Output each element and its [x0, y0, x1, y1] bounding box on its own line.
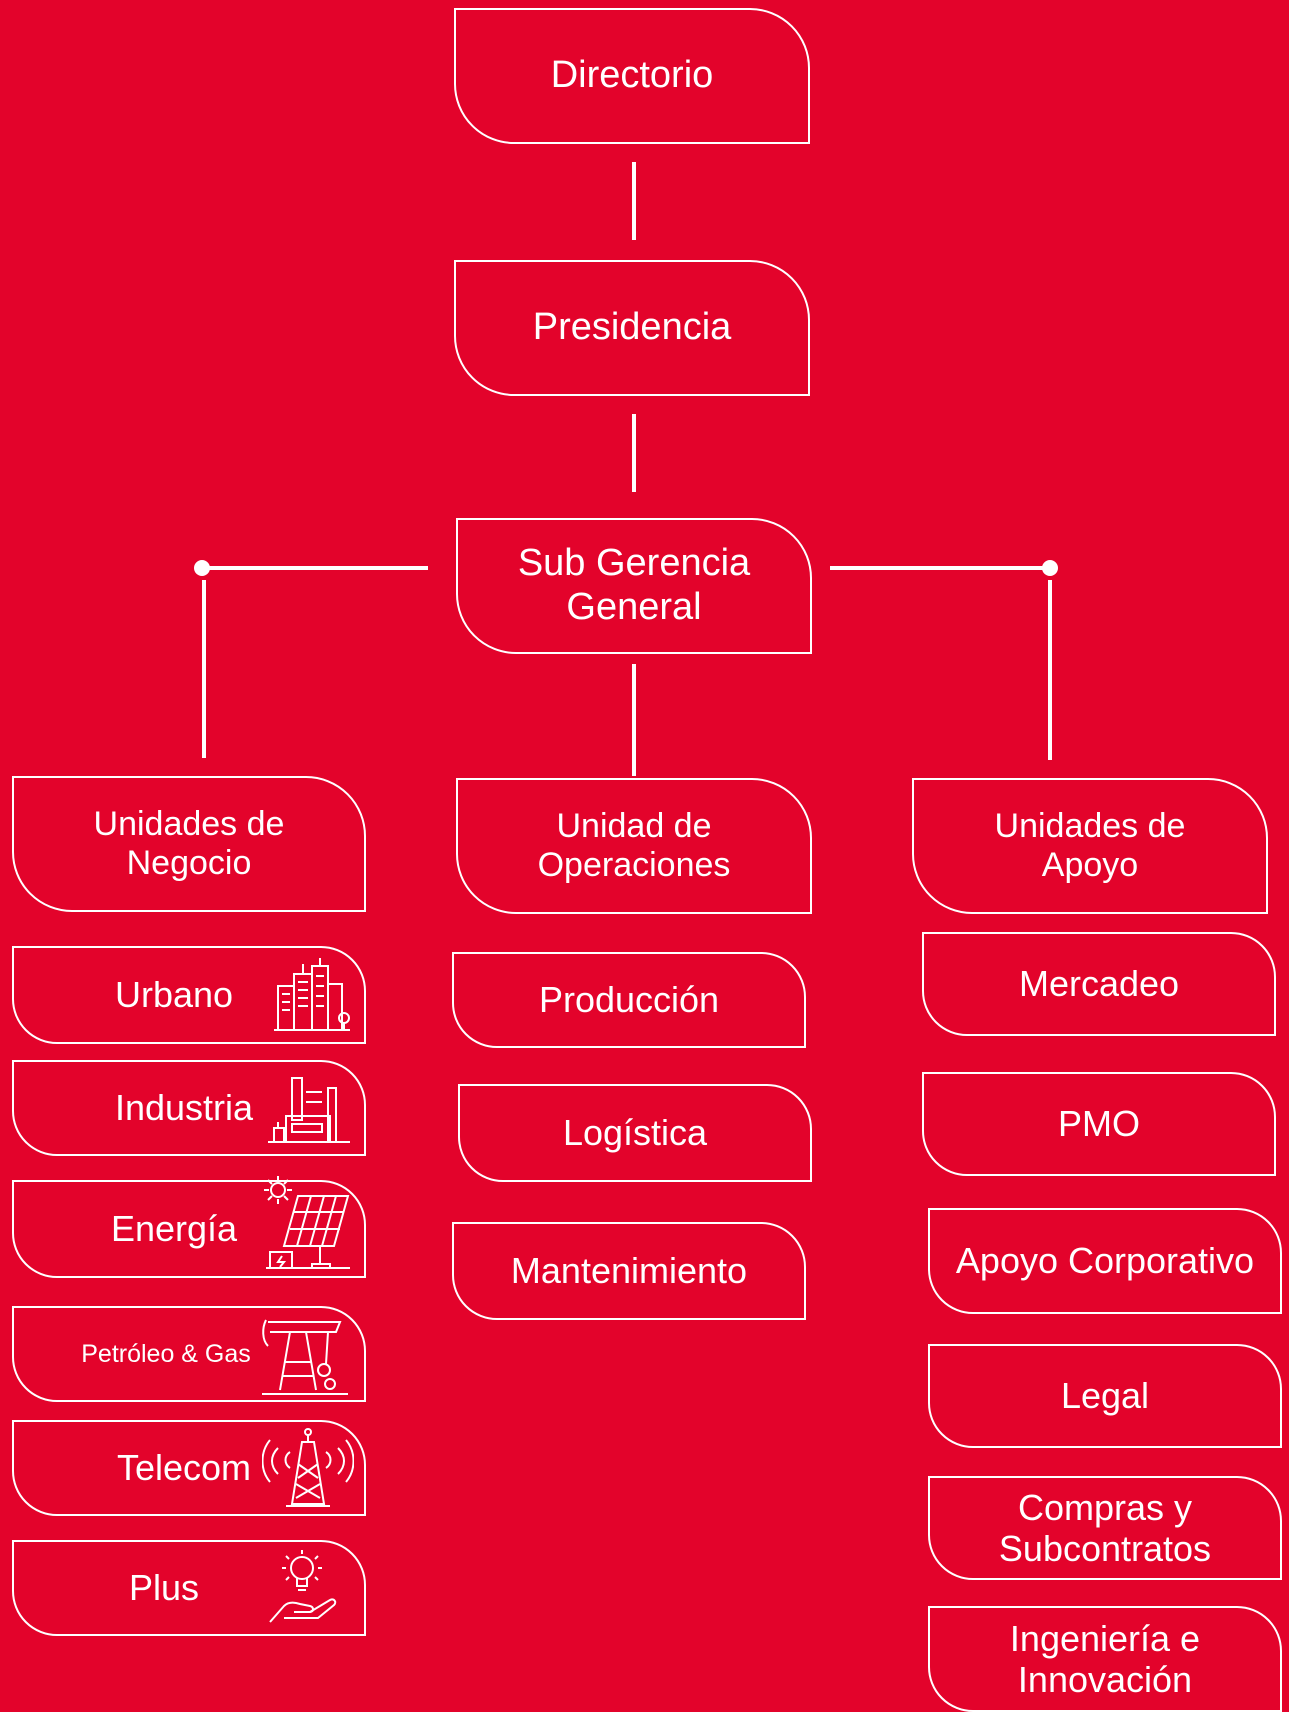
- apoyo-item-label: Mercadeo: [1018, 963, 1180, 1005]
- telecom-tower-icon: [262, 1428, 354, 1507]
- apoyo-item-ingenieria[interactable]: Ingeniería e Innovación: [928, 1606, 1282, 1712]
- operaciones-item-mantenimiento[interactable]: Mantenimiento: [452, 1222, 806, 1320]
- operaciones-item-label: Mantenimiento: [510, 1250, 748, 1292]
- node-unidades-apoyo[interactable]: Unidades de Apoyo: [912, 778, 1268, 914]
- node-directorio-label: Directorio: [550, 54, 714, 97]
- negocio-item-energia[interactable]: Energía: [12, 1176, 366, 1278]
- operaciones-item-produccion[interactable]: Producción: [452, 952, 806, 1048]
- factory-icon: [268, 1077, 350, 1143]
- negocio-item-label: Petróleo & Gas: [81, 1339, 251, 1368]
- apoyo-item-label: Legal: [1060, 1375, 1150, 1417]
- node-unidades-negocio-label: Unidades de Negocio: [93, 804, 285, 882]
- apoyo-item-apoyo-corporativo[interactable]: Apoyo Corporativo: [928, 1208, 1282, 1314]
- operaciones-item-logistica[interactable]: Logística: [458, 1084, 812, 1182]
- connector-right-dot: [1042, 560, 1058, 576]
- negocio-item-petroleo-gas[interactable]: Petróleo & Gas: [12, 1306, 366, 1402]
- connector-left-dot: [194, 560, 210, 576]
- node-subgerencia-label: Sub Gerencia General: [517, 542, 751, 628]
- apoyo-item-label: Compras y Subcontratos: [998, 1486, 1212, 1569]
- node-directorio[interactable]: Directorio: [454, 8, 810, 144]
- connector-left-horizontal: [202, 566, 428, 570]
- negocio-item-label: Urbano: [114, 974, 234, 1016]
- negocio-item-label: Energía: [110, 1208, 238, 1250]
- node-unidades-apoyo-label: Unidades de Apoyo: [994, 806, 1186, 884]
- negocio-item-label: Plus: [128, 1567, 200, 1609]
- connector-left-vertical: [202, 580, 206, 758]
- node-subgerencia[interactable]: Sub Gerencia General: [456, 518, 812, 654]
- negocio-item-telecom[interactable]: Telecom: [12, 1420, 366, 1516]
- negocio-item-urbano[interactable]: Urbano: [12, 946, 366, 1044]
- node-unidades-negocio[interactable]: Unidades de Negocio: [12, 776, 366, 912]
- node-unidad-operaciones[interactable]: Unidad de Operaciones: [456, 778, 812, 914]
- oil-pump-icon: [262, 1319, 348, 1395]
- connector-presidencia-subgerencia: [632, 414, 636, 492]
- connector-directorio-presidencia: [632, 162, 636, 240]
- apoyo-item-pmo[interactable]: PMO: [922, 1072, 1276, 1176]
- negocio-item-label: Industria: [114, 1087, 254, 1129]
- negocio-item-label: Telecom: [116, 1447, 252, 1489]
- apoyo-item-compras[interactable]: Compras y Subcontratos: [928, 1476, 1282, 1580]
- apoyo-item-label: PMO: [1057, 1103, 1140, 1145]
- apoyo-item-label: Ingeniería e Innovación: [1009, 1617, 1201, 1700]
- connector-right-vertical: [1048, 580, 1052, 760]
- negocio-item-industria[interactable]: Industria: [12, 1060, 366, 1156]
- operaciones-item-label: Logística: [562, 1112, 708, 1154]
- negocio-item-plus[interactable]: Plus: [12, 1540, 366, 1636]
- apoyo-item-mercadeo[interactable]: Mercadeo: [922, 932, 1276, 1036]
- node-presidencia-label: Presidencia: [532, 306, 732, 349]
- city-buildings-icon: [274, 958, 350, 1031]
- node-unidad-operaciones-label: Unidad de Operaciones: [537, 806, 731, 884]
- lightbulb-hand-icon: [269, 1550, 337, 1623]
- connector-right-horizontal: [830, 566, 1052, 570]
- operaciones-item-label: Producción: [538, 979, 720, 1021]
- connector-subgerencia-operaciones: [632, 664, 636, 776]
- apoyo-item-legal[interactable]: Legal: [928, 1344, 1282, 1448]
- apoyo-item-label: Apoyo Corporativo: [955, 1240, 1255, 1282]
- node-presidencia[interactable]: Presidencia: [454, 260, 810, 396]
- solar-panel-icon: [264, 1176, 350, 1269]
